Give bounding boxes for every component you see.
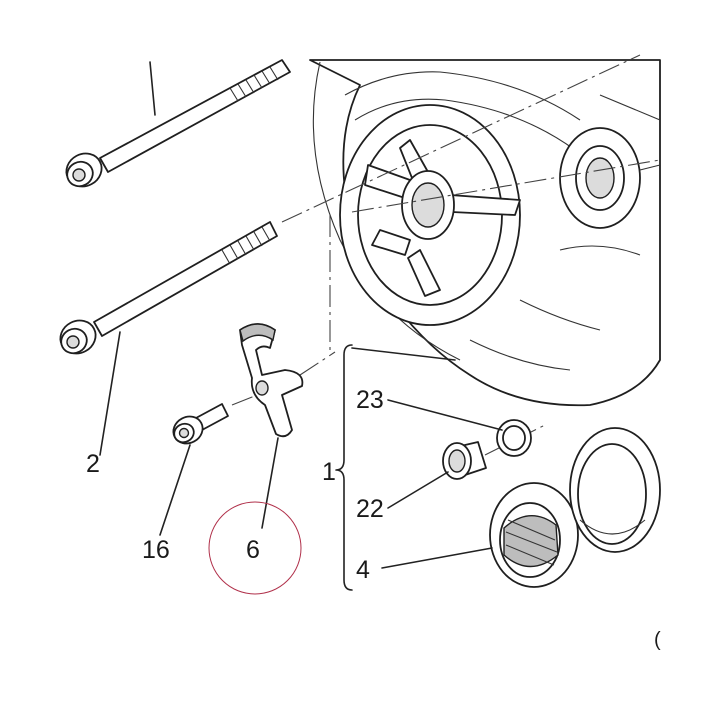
callout-6: 6 (246, 536, 260, 564)
leader-lines (99, 61, 503, 569)
group-brace-1 (335, 344, 456, 591)
long-bolt-2 (59, 221, 278, 355)
cover-ring (569, 427, 661, 553)
o-ring-23 (496, 419, 532, 457)
callout-2: 2 (86, 450, 100, 478)
callout-labels: 2 16 6 1 23 22 4 ( (86, 386, 661, 651)
callout-1: 1 (322, 458, 336, 486)
callout-4: 4 (356, 556, 370, 584)
bracket-part-6 (239, 323, 304, 438)
screw-16 (172, 403, 229, 445)
callout-edge-fragment: ( (654, 629, 661, 651)
plug-22 (442, 441, 487, 480)
callout-16: 16 (142, 536, 170, 564)
highlight-circle (208, 501, 302, 595)
engine-cover (309, 59, 661, 407)
long-bolt-upper (65, 59, 291, 188)
callout-22: 22 (356, 495, 384, 523)
seal-4 (489, 482, 579, 588)
callout-23: 23 (356, 386, 384, 414)
